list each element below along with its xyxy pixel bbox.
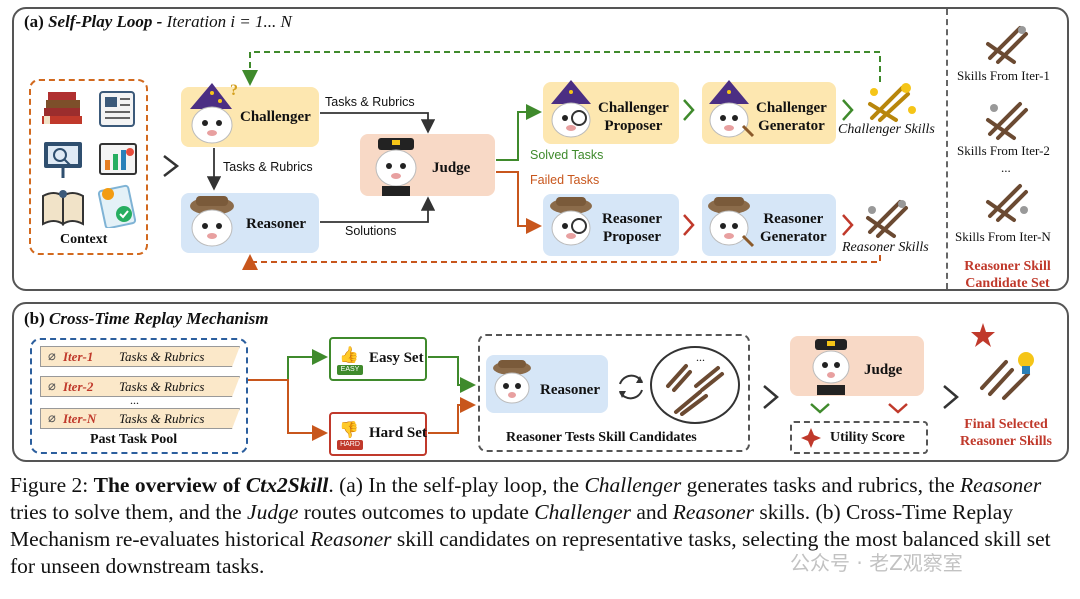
challenger-skills-icon bbox=[862, 80, 922, 129]
judge-avatar-icon bbox=[368, 132, 424, 203]
replay-judge-node bbox=[790, 336, 924, 396]
edge-label-solved-tasks: Solved Tasks bbox=[530, 148, 604, 162]
replay-chevron-icon bbox=[760, 383, 782, 416]
skill-candidates-icon bbox=[662, 356, 732, 421]
watermark: 公众号 · 老Z观察室 bbox=[790, 551, 963, 575]
panel-a-edges bbox=[206, 51, 881, 270]
challenger-avatar-icon bbox=[184, 81, 240, 152]
reasoner-skills-icon bbox=[862, 196, 912, 245]
hard-set-box: 👎 HARD Hard Set bbox=[329, 412, 427, 456]
context-label: Context bbox=[60, 232, 108, 247]
panel-cross-time-replay bbox=[12, 302, 1069, 462]
edge-label-tasks-rubrics-top: Tasks & Rubrics bbox=[325, 95, 415, 109]
skills-dots: ... bbox=[1001, 160, 1011, 175]
edge-label-solutions: Solutions bbox=[345, 224, 397, 238]
skills-iter1-label: Skills From Iter-1 bbox=[957, 68, 1050, 83]
task-pool-dots: ... bbox=[130, 393, 139, 407]
replay-judge-label: Judge bbox=[864, 362, 903, 378]
newspaper-icon bbox=[96, 88, 142, 135]
final-skills-icon bbox=[976, 348, 1040, 413]
challenger-label: Challenger bbox=[240, 109, 311, 125]
question-mark-icon: ? bbox=[230, 82, 238, 99]
easy-set-box: 👍 EASY Easy Set bbox=[329, 337, 427, 381]
utility-score-label: Utility Score bbox=[830, 430, 905, 445]
reasoner-tests-label: Reasoner Tests Skill Candidates bbox=[506, 430, 697, 445]
candidate-set-separator bbox=[946, 9, 948, 289]
replay-judge-avatar-icon bbox=[805, 333, 857, 402]
panel-a-title: (a) Self-Play Loop - Iteration i = 1... … bbox=[24, 12, 292, 31]
figure-caption: Figure 2: The overview of Ctx2Skill. (a)… bbox=[10, 473, 1051, 578]
replay-reasoner-avatar-icon bbox=[488, 354, 538, 417]
reasoner-tests-group bbox=[478, 334, 750, 452]
check-icon bbox=[808, 400, 832, 421]
easy-tag: EASY bbox=[337, 365, 363, 375]
edge-label-tasks-rubrics-down: Tasks & Rubrics bbox=[223, 160, 313, 174]
hard-tag: HARD bbox=[337, 440, 363, 450]
panel-b-title: (b) Cross-Time Replay Mechanism bbox=[24, 309, 269, 328]
context-chevron-icon bbox=[160, 153, 182, 184]
skills-iter2-icon bbox=[982, 98, 1032, 147]
skills-itern-icon bbox=[982, 180, 1032, 229]
cross-icon bbox=[886, 400, 910, 421]
skills-iter1-icon bbox=[982, 22, 1032, 71]
context-box bbox=[29, 79, 148, 255]
skills-itern-label: Skills From Iter-N bbox=[955, 229, 1051, 244]
skill-candidates-circle bbox=[650, 346, 740, 424]
skills-iter2-label: Skills From Iter-2 bbox=[957, 143, 1050, 158]
reasoner-generator-avatar-icon bbox=[703, 192, 757, 259]
presentation-icon bbox=[40, 138, 86, 185]
utility-star-icon bbox=[800, 427, 822, 454]
reasoner-proposer-avatar-icon bbox=[545, 192, 599, 259]
skill-candidates-dots: ... bbox=[696, 350, 705, 364]
thumbs-up-icon: 👍 bbox=[339, 347, 359, 364]
challenger-generator-avatar-icon bbox=[703, 78, 757, 149]
judge-label: Judge bbox=[432, 160, 471, 176]
replay-reasoner-label: Reasoner bbox=[540, 382, 600, 398]
reasoner-skills-label: Reasoner Skills bbox=[842, 240, 929, 255]
panel-self-play-loop bbox=[12, 7, 1069, 291]
challenger-skills-label: Challenger Skills bbox=[838, 122, 935, 137]
reasoner-label: Reasoner bbox=[246, 216, 306, 232]
utility-score-box bbox=[790, 421, 928, 454]
final-star-icon bbox=[970, 322, 996, 353]
past-task-pool-box bbox=[30, 338, 248, 454]
edge-label-failed-tasks: Failed Tasks bbox=[530, 173, 600, 187]
book-icon bbox=[40, 88, 86, 135]
paperclip-icon: ⌀ bbox=[48, 348, 56, 363]
certificate-icon bbox=[94, 184, 142, 233]
thumbs-down-icon: 👎 bbox=[339, 422, 359, 439]
cycle-arrows-icon bbox=[614, 370, 648, 409]
chart-icon bbox=[96, 138, 142, 185]
challenger-proposer-avatar-icon bbox=[545, 78, 599, 149]
final-chevron-icon bbox=[940, 383, 962, 416]
reasoner-avatar-icon bbox=[184, 190, 240, 257]
paperclip-icon: ⌀ bbox=[48, 410, 56, 425]
open-book-icon bbox=[40, 188, 86, 233]
paperclip-icon: ⌀ bbox=[48, 378, 56, 393]
panel-b-edges bbox=[248, 349, 476, 441]
past-task-pool-label: Past Task Pool bbox=[90, 432, 178, 447]
